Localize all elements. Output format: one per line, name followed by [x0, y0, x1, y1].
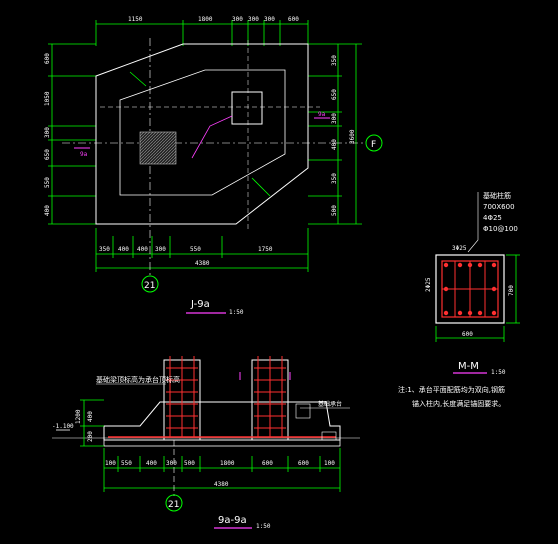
bottom-dim: 400 [118, 246, 129, 253]
elev-bottom-dim: 1800 [220, 460, 235, 467]
right-column-rebar [254, 356, 286, 438]
elev-bottom-dim: 100 [324, 460, 335, 467]
elevation-view: -1.100 [52, 356, 360, 530]
plan-scale: 1:50 [229, 309, 244, 316]
hatched-column [139, 131, 177, 165]
section-mark-left: 9a [80, 151, 88, 158]
elev-bottom-dim: 600 [298, 460, 309, 467]
level-label: -1.100 [52, 423, 74, 430]
leader-line [191, 115, 233, 159]
elev-bottom-dim: 400 [146, 460, 157, 467]
elev-bottom-dim: 550 [121, 460, 132, 467]
pile-cap-outline [95, 43, 309, 225]
column-height-dim: 700 [508, 285, 515, 296]
bottom-dim: 300 [155, 246, 166, 253]
top-dim: 300 [248, 16, 259, 23]
left-dim: 550 [44, 177, 51, 188]
elev-scale: 1:50 [256, 523, 271, 530]
right-dim: 300 [331, 113, 338, 124]
column-square [231, 91, 263, 125]
left-dim: 600 [44, 53, 51, 64]
left-column-rebar [166, 356, 198, 438]
pile-cap-slope-line [119, 69, 286, 196]
left-dim: 300 [44, 127, 51, 138]
beam-note: 基础梁顶标高为承台顶标高 [96, 375, 180, 384]
elev-axis-bubble [165, 494, 183, 512]
elev-title: 9a-9a [218, 515, 247, 526]
section-title: M-M [458, 361, 479, 372]
elev-side-dims [80, 399, 104, 447]
elev-total-dim: 4380 [214, 481, 229, 488]
plan-view: 9a 9a 1150 1800 300 300 300 600 350 400 … [44, 16, 383, 316]
spec-line: 基础柱筋 [483, 191, 511, 200]
right-dim: 500 [331, 205, 338, 216]
top-dim: 300 [232, 16, 243, 23]
section-cut-mark [251, 177, 271, 197]
column-section: 基础柱筋 700X600 4Φ25 Φ10@100 3Φ25 2Φ25 60 [425, 191, 520, 376]
bottom-dim: 350 [99, 246, 110, 253]
elev-bottom-dim: 500 [184, 460, 195, 467]
section-scale: 1:50 [491, 369, 506, 376]
cap-elevation-outline [103, 401, 341, 441]
spec-line: Φ10@100 [483, 225, 518, 233]
spec-line: 4Φ25 [483, 214, 502, 222]
bottom-dim: 400 [137, 246, 148, 253]
elev-side-dim: 400 [87, 411, 94, 422]
section-mark-right: 9a [318, 111, 326, 118]
axis-label-21: 21 [144, 281, 155, 291]
elev-bottom-dim: 300 [166, 460, 177, 467]
section-cut-mark [129, 71, 147, 87]
column-dims [435, 254, 520, 342]
elev-bottom-dim: 100 [105, 460, 116, 467]
top-dim: 1800 [198, 16, 213, 23]
bottom-total-dim: 4380 [195, 260, 210, 267]
cap-label: 基础承台 [318, 400, 342, 408]
left-dim: 650 [44, 149, 51, 160]
right-dim: 400 [331, 139, 338, 150]
bottom-dim: 550 [190, 246, 201, 253]
elev-bottom-dim: 600 [262, 460, 273, 467]
axis-bubble-f [365, 134, 383, 152]
column-width-dim: 600 [462, 331, 473, 338]
plan-title: J-9a [190, 299, 210, 310]
spec-line: 700X600 [483, 203, 515, 211]
note-line-2: 锚入柱内,长度满足锚固要求。 [412, 399, 505, 408]
elev-side-dim: 200 [87, 431, 94, 442]
axis-bubble-21 [141, 275, 159, 293]
rebar-dots [443, 262, 497, 316]
side-bar-label: 2Φ25 [425, 277, 432, 292]
elev-axis-label: 21 [168, 500, 179, 510]
top-bar-label: 3Φ25 [452, 245, 467, 252]
elev-bottom-dims [103, 448, 341, 492]
left-dim: 400 [44, 205, 51, 216]
column-outline [435, 254, 505, 324]
cushion-layer [103, 439, 341, 447]
right-dim: 350 [331, 173, 338, 184]
right-dim: 350 [331, 55, 338, 66]
note-line-1: 注:1、承台平面配筋均为双向,钢筋 [398, 385, 505, 394]
tie-bars [442, 261, 498, 317]
side-detail [295, 403, 311, 419]
top-dim: 1150 [128, 16, 143, 23]
top-dim: 600 [288, 16, 299, 23]
plan-dim-frame [48, 20, 362, 272]
right-dim: 650 [331, 89, 338, 100]
right-total-dim: 3600 [349, 129, 356, 144]
axis-label-f: F [371, 140, 376, 150]
top-dim: 300 [264, 16, 275, 23]
bottom-dim: 1750 [258, 246, 273, 253]
side-detail-2 [321, 431, 337, 441]
spec-leader [467, 192, 479, 253]
elev-side-dim: 1200 [75, 409, 82, 424]
left-dim: 1050 [44, 91, 51, 106]
